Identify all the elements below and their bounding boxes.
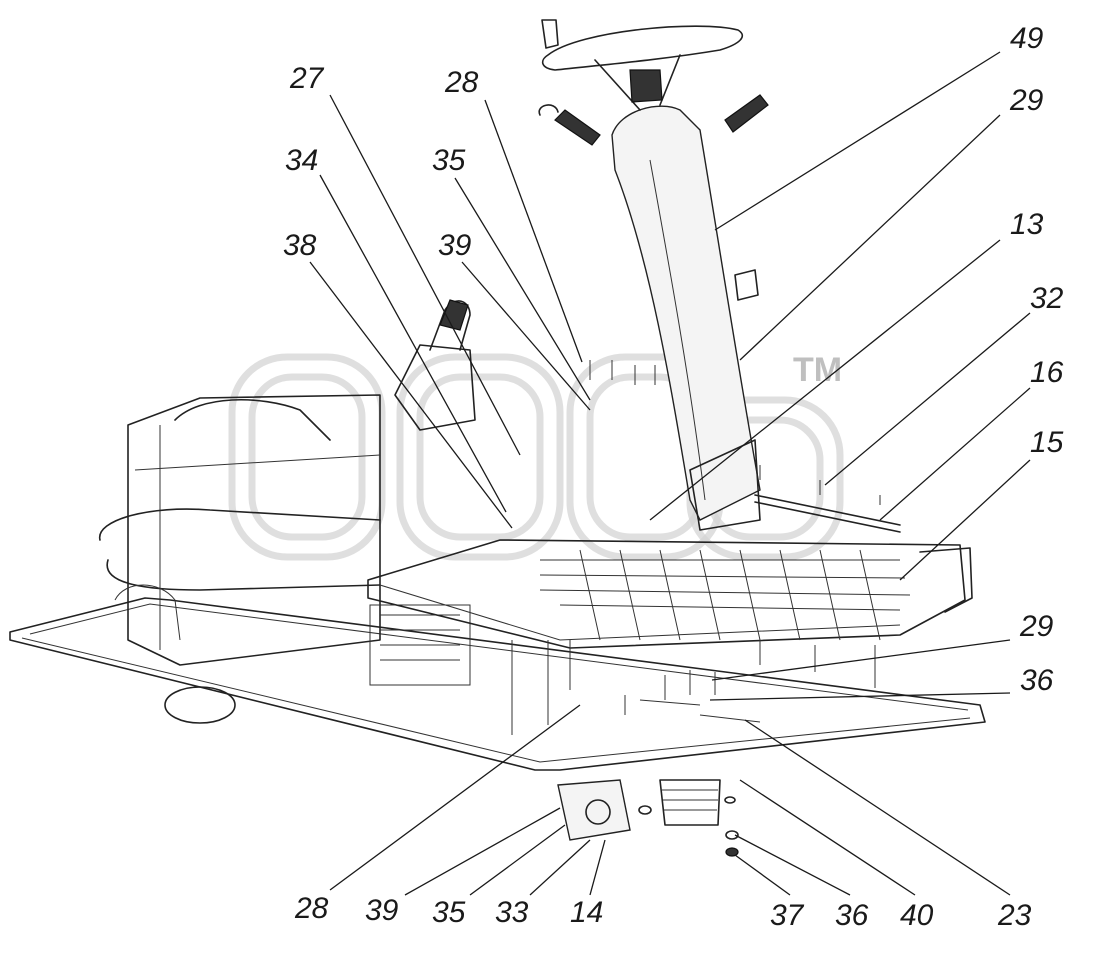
callout-23: 23 <box>997 899 1032 932</box>
callout-14: 14 <box>570 896 603 929</box>
callout-36-bottom: 36 <box>835 899 869 932</box>
leader-lines <box>309 51 1031 896</box>
callout-33: 33 <box>495 896 529 929</box>
callout-28-top: 28 <box>444 66 479 99</box>
callout-37: 37 <box>770 899 805 932</box>
fasteners <box>511 360 881 735</box>
left-lever <box>394 299 476 431</box>
rod <box>754 494 901 533</box>
callout-16: 16 <box>1030 356 1064 389</box>
callout-38: 38 <box>283 229 317 262</box>
callout-35-top: 35 <box>432 144 466 177</box>
callout-34: 34 <box>285 144 318 177</box>
callout-15: 15 <box>1030 426 1064 459</box>
floor-plate <box>9 597 986 771</box>
callout-49: 49 <box>1010 22 1044 55</box>
watermark-logo: TM <box>228 351 844 561</box>
callout-29-mid: 29 <box>1019 610 1054 643</box>
trademark-mark: TM <box>793 351 842 389</box>
callout-40: 40 <box>900 899 934 932</box>
side-handles <box>538 94 769 301</box>
callout-39-bottom: 39 <box>365 894 399 927</box>
callouts: 49 29 27 28 35 34 13 39 38 32 16 15 29 3… <box>283 22 1064 932</box>
callout-39-top: 39 <box>438 229 472 262</box>
callout-35-bottom: 35 <box>432 896 466 929</box>
callout-32: 32 <box>1030 282 1064 315</box>
callout-29-top: 29 <box>1009 84 1044 117</box>
platform-frame <box>367 539 973 649</box>
callout-13: 13 <box>1010 208 1044 241</box>
callout-36-mid: 36 <box>1020 664 1054 697</box>
left-housing <box>99 394 471 724</box>
steering-column <box>611 105 761 531</box>
bottom-components <box>557 779 739 857</box>
steering-wheel <box>541 19 744 111</box>
callout-27: 27 <box>289 62 325 95</box>
callout-28-bottom: 28 <box>294 892 329 925</box>
